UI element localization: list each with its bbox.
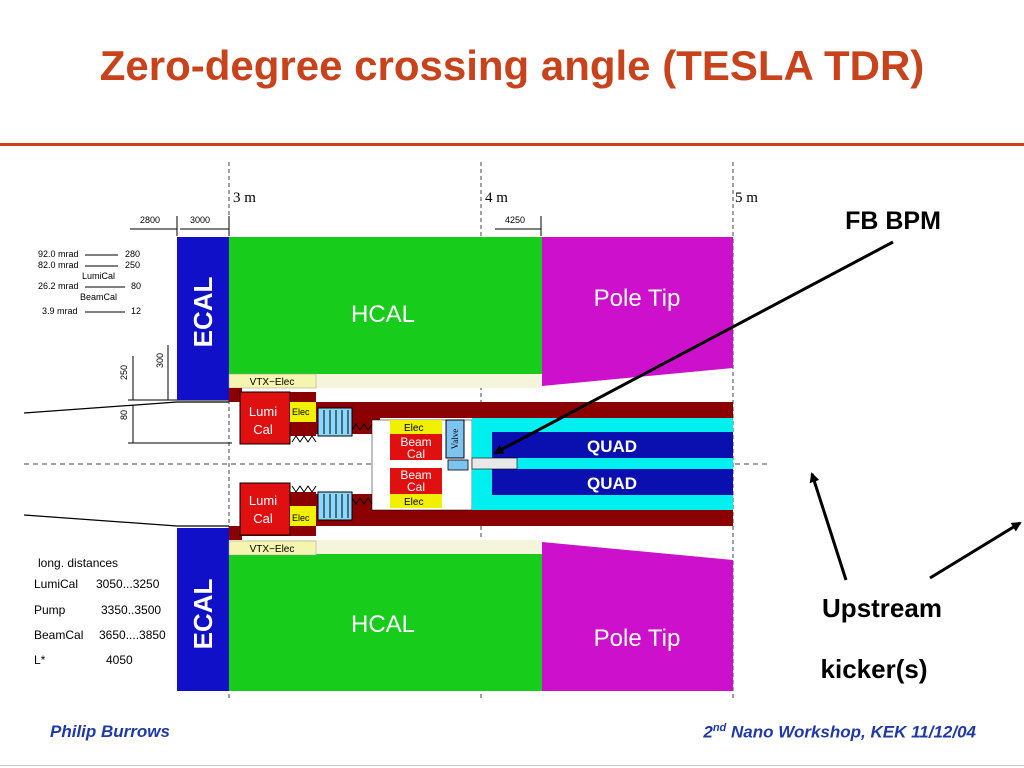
pump-springs [291, 423, 373, 505]
dim-300: 300 [155, 353, 165, 368]
svg-text:BeamCal: BeamCal [34, 628, 83, 642]
hcal-top [229, 237, 542, 374]
beam-line-upper [23, 401, 229, 414]
beamcal-bottom-label-2: Cal [407, 480, 425, 494]
svg-text:Pump: Pump [34, 603, 66, 617]
lumical-bottom-label-1: Lumi [249, 493, 277, 508]
beamcal-bottom [390, 468, 442, 494]
beamcal-elec-bottom-label: Elec [404, 497, 423, 508]
pump-hatching [323, 410, 349, 518]
title-rule [0, 143, 1024, 146]
dim-80: 80 [119, 410, 129, 420]
label-5m: 5 m [735, 190, 758, 206]
ecal-bottom [177, 528, 229, 691]
beamcal-elec-top [390, 420, 442, 434]
svg-text:L*: L* [34, 653, 46, 667]
quad-yoke-edge [472, 418, 490, 432]
beam-pipe-centre [471, 457, 518, 470]
beam-line-lower [23, 514, 229, 527]
label-3m: 3 m [233, 190, 256, 206]
pole-tip-top [542, 237, 733, 386]
dim-3000: 3000 [190, 215, 210, 225]
beamcal-top [390, 434, 442, 460]
angle-table: 92.0 mrad 280 82.0 mrad 250 LumiCal 26.2… [38, 249, 141, 316]
kicker-arrow-right [929, 521, 1022, 580]
ecal-bottom-label: ECAL [188, 578, 218, 649]
pump-top [317, 407, 353, 437]
quad-top-label: QUAD [587, 437, 637, 456]
footer-event: 2nd Nano Workshop, KEK 11/12/04 [703, 722, 976, 742]
pole-tip-bottom [542, 542, 733, 691]
vtx-elec-top [228, 373, 317, 389]
footer-author: Philip Burrows [50, 722, 170, 741]
beampipe-top [229, 388, 733, 436]
kickers-label: kicker(s) [821, 654, 928, 684]
svg-text:92.0 mrad: 92.0 mrad [38, 249, 79, 259]
lumical-bottom-label-2: Cal [253, 511, 273, 526]
pole-tip-bottom-label: Pole Tip [594, 625, 681, 652]
lumical-elec-bottom-label: Elec [292, 513, 310, 523]
valve-label: Valve [450, 429, 460, 450]
svg-text:3650....3850: 3650....3850 [99, 628, 166, 642]
beampipe-bottom [229, 492, 733, 540]
svg-text:3050...3250: 3050...3250 [96, 577, 160, 591]
svg-text:80: 80 [131, 281, 141, 291]
svg-text:250: 250 [125, 260, 140, 270]
svg-text:LumiCal: LumiCal [34, 577, 78, 591]
fb-bpm-arrow [493, 240, 894, 455]
lumical-elec-bottom [290, 506, 316, 526]
svg-text:26.2 mrad: 26.2 mrad [38, 281, 79, 291]
svg-text:3.9 mrad: 3.9 mrad [42, 306, 78, 316]
footer-rule [0, 765, 1024, 766]
valve [445, 419, 465, 459]
vtx-elec-bottom-label: VTX−Elec [250, 544, 295, 555]
bpm-body [447, 459, 469, 471]
lumical-top-label-1: Lumi [249, 404, 277, 419]
beamcal-bottom-label-1: Beam [400, 468, 431, 482]
fb-bpm-label: FB BPM [845, 207, 941, 235]
vtx-elec-bottom [228, 540, 317, 556]
dim-4250: 4250 [505, 215, 525, 225]
page-title: Zero-degree crossing angle (TESLA TDR) [99, 42, 925, 89]
vtx-elec-top-label: VTX−Elec [250, 377, 295, 388]
kicker-arrow-left [809, 472, 848, 581]
hcal-bottom [229, 554, 542, 691]
lumical-bottom [239, 482, 291, 536]
svg-text:3350..3500: 3350..3500 [101, 603, 161, 617]
svg-text:82.0 mrad: 82.0 mrad [38, 260, 79, 270]
upstream-label: Upstream [822, 593, 942, 623]
quad-bottom [492, 469, 733, 495]
ecal-top [177, 237, 229, 400]
dim-2800: 2800 [140, 215, 160, 225]
top-dimensions [130, 216, 542, 236]
svg-text:4050: 4050 [106, 653, 133, 667]
pole-tip-top-label: Pole Tip [594, 285, 681, 312]
svg-text:long. distances: long. distances [38, 556, 118, 570]
beamcal-top-label-2: Cal [407, 447, 425, 461]
hcal-top-label: HCAL [351, 301, 415, 328]
distances-table: long. distances LumiCal 3050...3250 Pump… [34, 556, 166, 667]
lumical-elec-top [290, 402, 316, 422]
pump-bottom [317, 491, 353, 521]
quad-bottom-label: QUAD [587, 474, 637, 493]
beamcal-top-label-1: Beam [400, 435, 431, 449]
label-4m: 4 m [485, 190, 508, 206]
svg-text:LumiCal: LumiCal [82, 271, 115, 281]
svg-text:12: 12 [131, 306, 141, 316]
svg-text:280: 280 [125, 249, 140, 259]
beamcal-elec-bottom [390, 494, 442, 508]
ecal-top-label: ECAL [188, 276, 218, 347]
dim-250: 250 [119, 365, 129, 380]
lumical-elec-top-label: Elec [292, 407, 310, 417]
hcal-bottom-label: HCAL [351, 611, 415, 638]
svg-text:BeamCal: BeamCal [80, 292, 117, 302]
lumical-top [239, 391, 291, 445]
beamcal-elec-top-label: Elec [404, 423, 423, 434]
quad-top [492, 432, 733, 458]
lumical-top-label-2: Cal [253, 422, 273, 437]
